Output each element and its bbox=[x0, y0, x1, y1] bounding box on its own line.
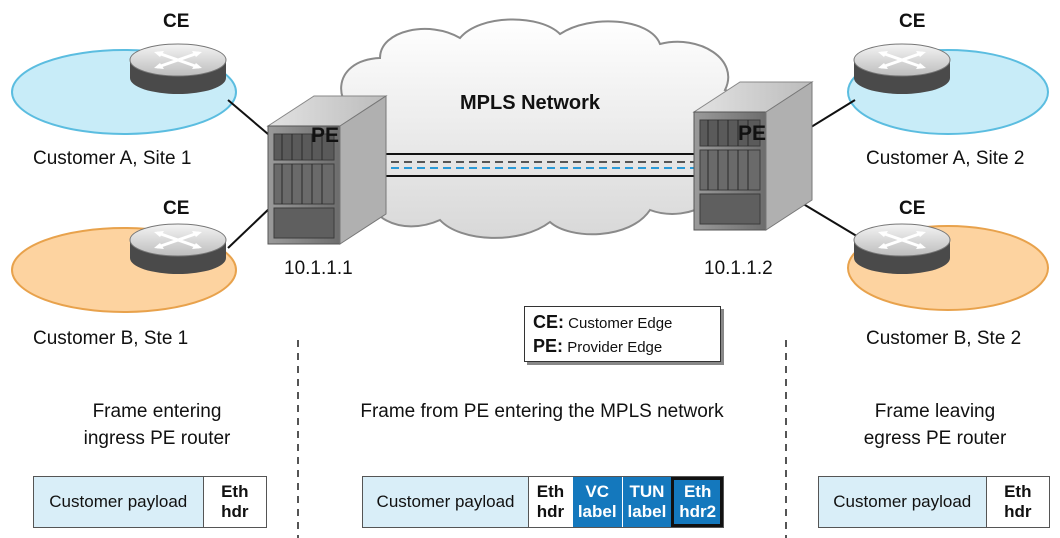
caption-left-line1: Frame entering bbox=[92, 401, 222, 422]
legend-box: CE: Customer Edge PE: Provider Edge bbox=[524, 306, 721, 362]
ce-label-a1: CE bbox=[163, 11, 190, 32]
frame-ingress-payload: Customer payload bbox=[34, 477, 203, 527]
mpls-network-title: MPLS Network bbox=[460, 92, 601, 114]
ce-pe-links bbox=[227, 99, 861, 249]
pe-label-right: PE bbox=[738, 122, 767, 145]
legend-pe-text: Provider Edge bbox=[567, 339, 663, 356]
frame-mpls-vc-line1: VC bbox=[585, 482, 610, 501]
frame-mpls-tun-line2: label bbox=[627, 502, 667, 521]
frame-egress-eth-line1: Eth bbox=[1004, 482, 1032, 501]
site-label-b1: Customer B, Ste 1 bbox=[33, 328, 189, 349]
site-label-a2: Customer A, Site 2 bbox=[866, 148, 1025, 169]
pe-router-left-icon bbox=[267, 95, 387, 245]
pseudowire-tunnel bbox=[378, 153, 700, 177]
frame-ingress-eth-line2: hdr bbox=[221, 502, 249, 521]
frame-mpls-eth2-line2: hdr2 bbox=[679, 502, 717, 521]
pe-label-left: PE bbox=[311, 124, 340, 147]
legend-ce-key: CE: bbox=[533, 312, 564, 332]
legend-row-ce: CE: Customer Edge bbox=[533, 311, 712, 335]
pe-router-right-icon bbox=[693, 81, 813, 231]
frame-egress-eth-line2: hdr bbox=[1004, 502, 1032, 521]
frame-ingress-eth-line1: Eth bbox=[221, 482, 249, 501]
frame-mpls-tun-line1: TUN bbox=[629, 482, 665, 501]
frame-mpls-vc-line2: label bbox=[577, 502, 617, 521]
ce-router-b2-icon bbox=[852, 222, 952, 276]
legend-ce-text: Customer Edge bbox=[568, 315, 673, 332]
ce-label-b2: CE bbox=[899, 198, 926, 219]
caption-left-line2: ingress PE router bbox=[83, 428, 231, 449]
pe-left-ip: 10.1.1.1 bbox=[284, 258, 353, 279]
ce-router-a1-icon bbox=[128, 42, 228, 96]
caption-right-line2: egress PE router bbox=[863, 428, 1007, 449]
frame-egress-payload: Customer payload bbox=[819, 477, 986, 527]
legend-pe-key: PE: bbox=[533, 336, 564, 356]
frame-mpls-eth-line2: hdr bbox=[536, 502, 565, 521]
site-label-b2: Customer B, Ste 2 bbox=[866, 328, 1022, 349]
mpls-cloud bbox=[340, 18, 752, 239]
caption-right-line1: Frame leaving bbox=[874, 401, 996, 422]
pe-right-ip: 10.1.1.2 bbox=[704, 258, 773, 279]
caption-left: Frame entering ingress PE router bbox=[42, 398, 272, 452]
legend-row-pe: PE: Provider Edge bbox=[533, 335, 712, 359]
ce-label-a2: CE bbox=[899, 11, 926, 32]
ce-router-a2-icon bbox=[852, 42, 952, 96]
frame-mpls-eth2-line1: Eth bbox=[683, 482, 712, 501]
ce-label-b1: CE bbox=[163, 198, 190, 219]
caption-middle: Frame from PE entering the MPLS network bbox=[360, 401, 724, 422]
site-label-a1: Customer A, Site 1 bbox=[33, 148, 192, 169]
frame-mpls-eth-line1: Eth bbox=[536, 482, 565, 501]
frame-mpls-payload: Customer payload bbox=[363, 477, 529, 527]
caption-right: Frame leaving egress PE router bbox=[820, 398, 1050, 452]
ce-router-b1-icon bbox=[128, 222, 228, 276]
